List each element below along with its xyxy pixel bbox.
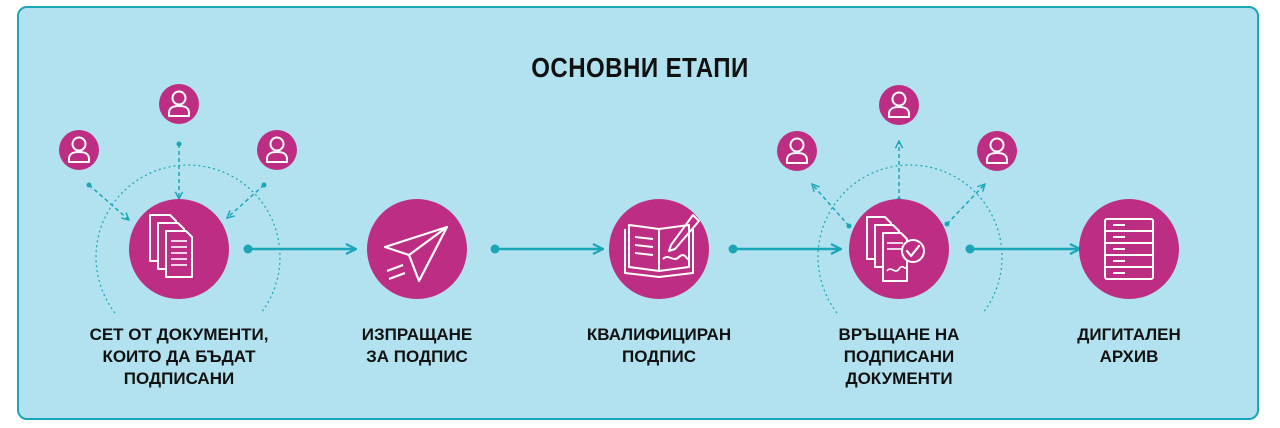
step-label-digital-archive: ДИГИТАЛЕН АРХИВ xyxy=(1077,325,1181,366)
step-label-return-signed: ВРЪЩАНЕ НА ПОДПИСАНИ ДОКУМЕНТИ xyxy=(838,325,960,388)
step-label-qualified-signature: КВАЛИФИЦИРАН ПОДПИС xyxy=(586,325,732,366)
step-label-send: ИЗПРАЩАНЕ ЗА ПОДПИС xyxy=(361,325,473,366)
person-icon xyxy=(879,85,919,125)
halo-arc-step-4 xyxy=(817,164,1003,314)
person-icon xyxy=(159,84,199,124)
connector-2-3 xyxy=(490,245,604,254)
incoming-arrows xyxy=(86,141,267,221)
connector-4-5 xyxy=(965,245,1081,254)
documents-icon xyxy=(129,199,229,299)
person-nodes xyxy=(59,84,1017,171)
paper-plane-icon xyxy=(367,199,467,299)
step-label-documents: СЕТ ОТ ДОКУМЕНТИ, КОИТО ДА БЪДАТ ПОДПИСА… xyxy=(89,325,269,388)
person-icon xyxy=(777,131,817,171)
connector-3-4 xyxy=(728,245,842,254)
diagram-panel: ОСНОВНИ ЕТАПИ СЕТ ОТ ДОКУМЕНТИ, КОИТО ДА… xyxy=(17,6,1259,420)
person-icon xyxy=(257,130,297,170)
signed-documents-icon xyxy=(849,199,949,299)
halo-arc-step-1 xyxy=(95,164,281,314)
person-icon xyxy=(977,131,1017,171)
connector-1-2 xyxy=(243,245,357,254)
signing-book-icon xyxy=(609,199,709,299)
archive-icon xyxy=(1079,199,1179,299)
process-diagram xyxy=(59,84,1179,314)
diagram-title: ОСНОВНИ ЕТАПИ xyxy=(531,52,749,83)
person-icon xyxy=(59,130,99,170)
